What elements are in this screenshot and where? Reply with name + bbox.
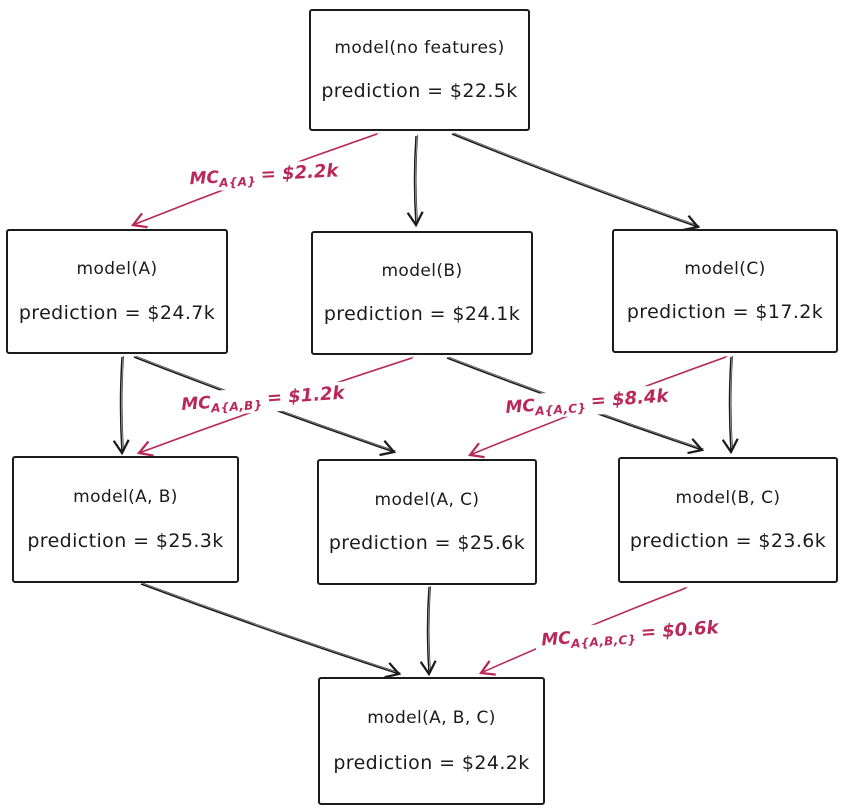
node-title: model(A, B, C) <box>367 708 496 729</box>
edge-ab-abc <box>140 582 402 679</box>
edge-a-ab <box>112 355 130 456</box>
mc-value: = $2.2k <box>260 160 339 186</box>
node-prediction: prediction = $22.5k <box>321 79 518 102</box>
node-model-c: model(C) prediction = $17.2k <box>612 229 838 353</box>
node-prediction: prediction = $17.2k <box>626 301 824 323</box>
node-model-abc: model(A, B, C) prediction = $24.2k <box>318 677 545 805</box>
node-title: model(A) <box>76 259 158 280</box>
edge-root-b <box>406 134 424 228</box>
edge-c-bc <box>721 355 739 455</box>
mc-prefix: MC <box>504 395 536 418</box>
node-title: model(C) <box>684 259 766 279</box>
edge-root-c <box>451 132 701 231</box>
node-title: model(A, C) <box>374 489 480 510</box>
mc-value: = $1.2k <box>266 382 346 410</box>
node-model-b: model(B) prediction = $24.1k <box>311 231 533 355</box>
edge-ac-abc <box>419 585 437 677</box>
node-prediction: prediction = $25.6k <box>328 532 526 555</box>
node-prediction: prediction = $24.7k <box>18 301 216 324</box>
mc-prefix: MC <box>189 167 220 190</box>
node-model-a: model(A) prediction = $24.7k <box>6 229 228 354</box>
node-model-ab: model(A, B) prediction = $25.3k <box>12 456 239 583</box>
node-prediction: prediction = $23.6k <box>629 530 827 553</box>
mc-prefix: MC <box>540 628 572 651</box>
node-title: model(no features) <box>334 38 505 59</box>
node-title: model(B) <box>381 261 463 281</box>
node-prediction: prediction = $24.1k <box>323 303 521 325</box>
node-model-ac: model(A, C) prediction = $25.6k <box>317 459 537 585</box>
node-prediction: prediction = $24.2k <box>333 751 530 774</box>
node-prediction: prediction = $25.3k <box>27 530 224 552</box>
node-model-no-features: model(no features) prediction = $22.5k <box>309 9 530 131</box>
mc-subscript: A{A,C} <box>534 400 587 419</box>
mc-subscript: A{A} <box>218 174 257 191</box>
mc-value: = $8.4k <box>590 385 670 413</box>
node-title: model(A, B) <box>73 487 178 507</box>
mc-prefix: MC <box>180 392 212 415</box>
node-title: model(B, C) <box>675 487 781 508</box>
mc-value: = $0.6k <box>640 617 720 644</box>
node-model-bc: model(B, C) prediction = $23.6k <box>618 457 838 583</box>
mc-subscript: A{A,B} <box>210 397 263 416</box>
